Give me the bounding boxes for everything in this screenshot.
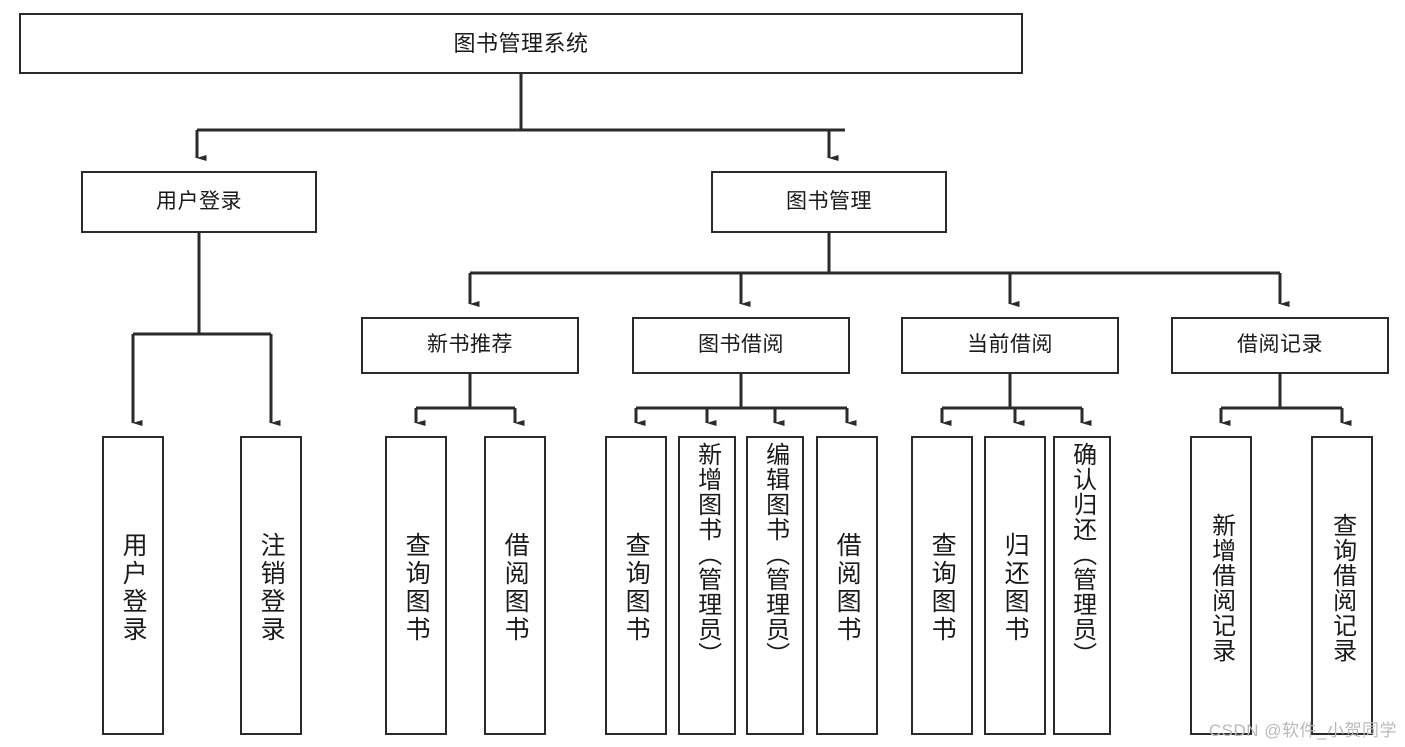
node-label: 新增图书（管理员）: [693, 442, 721, 667]
node-label: 查询图书: [928, 531, 957, 644]
node-label: 用户登录: [119, 531, 148, 644]
node-root-book-management-system[interactable]: 图书管理系统: [19, 13, 1023, 74]
node-leaf-user-logout[interactable]: 注销登录: [240, 436, 302, 735]
node-label: 查询图书: [402, 531, 431, 644]
node-borrow-record[interactable]: 借阅记录: [1171, 317, 1389, 374]
node-label: 归还图书: [1001, 531, 1030, 644]
node-label: 查询图书: [622, 531, 651, 644]
node-label: 新书推荐: [427, 333, 513, 357]
node-leaf-query-book-3[interactable]: 查询图书: [911, 436, 973, 735]
node-label: 当前借阅: [967, 333, 1053, 357]
node-leaf-return-book[interactable]: 归还图书: [984, 436, 1046, 735]
node-leaf-query-book-2[interactable]: 查询图书: [605, 436, 667, 735]
node-leaf-add-borrow-record[interactable]: 新增借阅记录: [1190, 436, 1252, 735]
node-leaf-edit-book-admin[interactable]: 编辑图书（管理员）: [746, 436, 804, 735]
node-label: 图书借阅: [698, 333, 784, 357]
node-label: 图书管理系统: [453, 30, 589, 56]
node-leaf-confirm-return-admin[interactable]: 确认归还（管理员）: [1053, 436, 1111, 735]
node-label: 图书管理: [786, 189, 872, 213]
node-label: 确认归还（管理员）: [1068, 442, 1096, 667]
node-leaf-borrow-book-1[interactable]: 借阅图书: [484, 436, 546, 735]
node-label: 用户登录: [156, 189, 242, 213]
node-label: 查询借阅记录: [1328, 512, 1356, 663]
node-new-book-recommendation[interactable]: 新书推荐: [361, 317, 579, 374]
node-label: 借阅记录: [1237, 333, 1323, 357]
node-label: 编辑图书（管理员）: [761, 442, 789, 667]
node-leaf-add-book-admin[interactable]: 新增图书（管理员）: [678, 436, 736, 735]
csdn-watermark: CSDN @软件_小贺同学: [1208, 721, 1397, 740]
node-leaf-borrow-book-2[interactable]: 借阅图书: [816, 436, 878, 735]
node-label: 注销登录: [257, 531, 286, 644]
node-leaf-query-book-1[interactable]: 查询图书: [385, 436, 447, 735]
node-leaf-query-borrow-record[interactable]: 查询借阅记录: [1311, 436, 1373, 735]
node-current-borrow[interactable]: 当前借阅: [901, 317, 1119, 374]
node-label: 新增借阅记录: [1207, 512, 1235, 663]
node-leaf-user-login[interactable]: 用户登录: [102, 436, 164, 735]
node-user-login[interactable]: 用户登录: [81, 171, 317, 233]
node-label: 借阅图书: [833, 531, 862, 644]
node-book-manage[interactable]: 图书管理: [711, 171, 947, 233]
node-label: 借阅图书: [501, 531, 530, 644]
node-book-borrow[interactable]: 图书借阅: [632, 317, 850, 374]
